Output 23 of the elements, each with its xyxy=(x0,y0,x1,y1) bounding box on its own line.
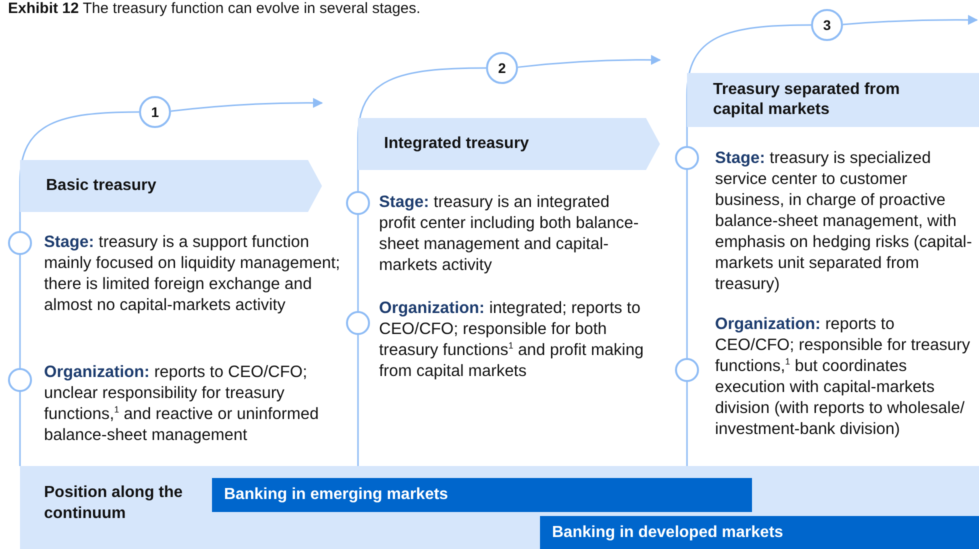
range-bar: Banking in emerging markets xyxy=(212,478,752,512)
stage-banner: Integrated treasury xyxy=(358,118,660,170)
description-text: Organization: integrated; reports to CEO/CFO; responsible for both treasury functions$^{1}$ and profit making from capital markets xyxy=(379,298,645,382)
timeline-line xyxy=(357,67,486,466)
description-text: Organization: reports to CEO/CFO; unclear responsibility for treasury functions,$^{1}$ and reactive or uninformed balance-sheet management xyxy=(44,362,320,446)
step-number: 1 xyxy=(139,96,171,128)
timeline-line xyxy=(19,111,139,466)
timeline-line xyxy=(686,24,811,466)
description-text: Stage: treasury is an integrated profit center including both balance-sheet management and capital-markets activity xyxy=(379,192,640,276)
stage-banner: Basic treasury xyxy=(20,160,322,212)
description-text: Organization: reports to CEO/CFO; responsible for treasury functions,$^{1}$ but coordinates execution with capital-markets division (with reports to wholesale/ investment-bank division) xyxy=(715,314,972,440)
step-number: 3 xyxy=(811,9,843,41)
panel-heading: Position along the continuum xyxy=(44,483,184,524)
continuum-panel xyxy=(20,466,979,549)
description-text: Stage: treasury is a support function mainly focused on liquidity management; there is limited foreign exchange and almost no capital-markets activity xyxy=(44,232,342,316)
arrow xyxy=(842,14,978,26)
range-bar: Banking in developed markets xyxy=(540,516,979,549)
title: Exhibit 12 The treasury function can evolve in several stages. xyxy=(8,0,420,17)
step-number: 2 xyxy=(486,52,518,84)
arrow xyxy=(518,54,661,68)
description-text: Stage: treasury is specialized service center to customer business, in charge of proactive balance-sheet management, with emphasis on hedging risks (capital-markets unit separated from treasury) xyxy=(715,148,973,295)
arrow xyxy=(170,98,323,112)
stage-banner: Treasury separated from capital markets xyxy=(687,73,979,127)
